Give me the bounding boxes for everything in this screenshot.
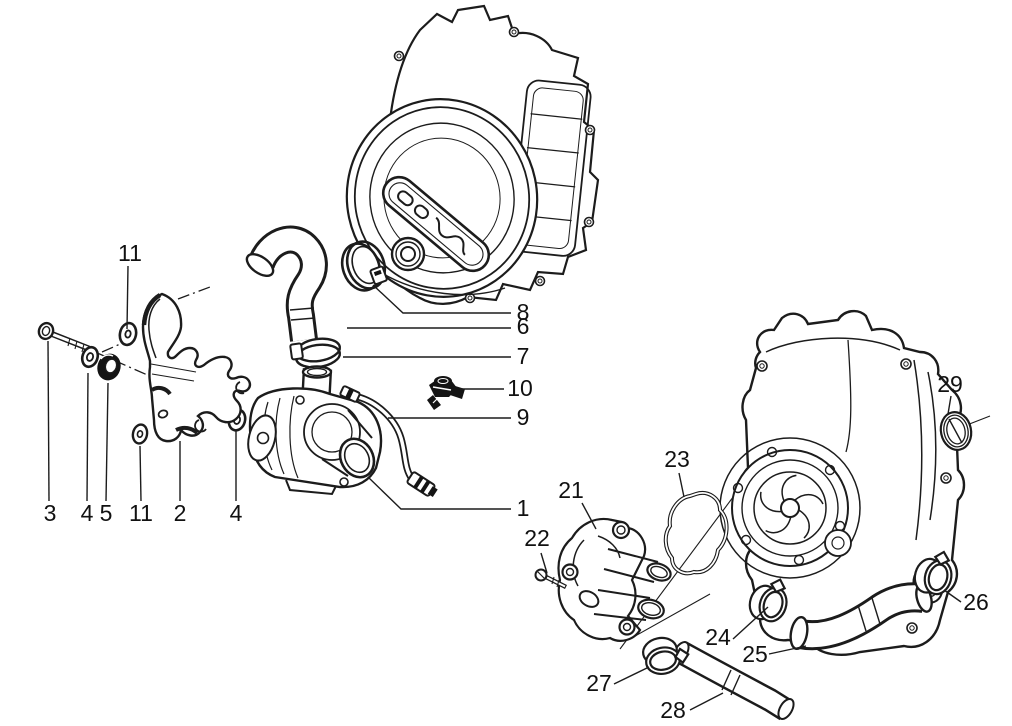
callout-number-11: 11	[129, 500, 153, 526]
callout-leader-8	[372, 284, 511, 314]
callout-number-28: 28	[660, 697, 686, 723]
callout-number-3: 3	[44, 500, 57, 526]
washer-4-left	[80, 345, 100, 369]
callout-leader-23	[678, 472, 685, 498]
callout-number-24: 24	[705, 624, 731, 650]
callout-leader-26	[943, 589, 962, 603]
cover-bolt-bosses	[393, 26, 596, 304]
washer-11-bottom	[131, 423, 149, 445]
callout-leader-11	[139, 445, 142, 502]
water-pump-1	[247, 365, 383, 496]
cover-badge	[381, 175, 491, 273]
seal-29	[939, 411, 973, 451]
screw-22	[534, 568, 568, 590]
impeller	[753, 471, 827, 545]
callout-leader-29	[947, 395, 952, 415]
cable-connector	[406, 471, 438, 498]
callout-number-11: 11	[118, 240, 142, 266]
pump-cover-21	[557, 517, 672, 642]
callout-number-29: 29	[937, 371, 963, 397]
pump-bracket-2	[141, 292, 252, 443]
callout-leader-3	[47, 340, 50, 502]
gasket-23	[663, 491, 729, 576]
callout-number-4: 4	[81, 500, 94, 526]
callout-number-6: 6	[517, 313, 530, 339]
callout-number-8: 8	[517, 299, 530, 325]
callout-number-9: 9	[517, 404, 530, 430]
callout-leader-1	[367, 476, 511, 510]
callout-number-7: 7	[517, 343, 530, 369]
hose-28	[672, 641, 795, 721]
callout-number-22: 22	[524, 525, 550, 551]
callout-number-23: 23	[664, 446, 690, 472]
callout-number-1: 1	[517, 495, 530, 521]
callout-number-26: 26	[963, 589, 989, 615]
bolt-3	[37, 321, 92, 353]
callout-leader-21	[581, 502, 597, 530]
callout-number-5: 5	[100, 500, 113, 526]
grommet-5	[97, 353, 121, 381]
callout-number-27: 27	[586, 670, 612, 696]
callout-number-2: 2	[174, 500, 187, 526]
callout-number-10: 10	[507, 375, 533, 401]
callout-leader-5	[105, 382, 109, 502]
callout-number-25: 25	[742, 641, 768, 667]
callout-number-4: 4	[230, 500, 243, 526]
flywheel-cover	[345, 4, 600, 305]
crankcase-cover-right	[719, 309, 966, 656]
callout-leader-11	[126, 265, 129, 330]
hose-clamp-8	[340, 240, 388, 292]
callout-leader-25	[768, 645, 807, 655]
sensor-cable-9	[339, 385, 438, 498]
outlet-hose-6	[245, 225, 328, 342]
hose-clamp-7	[289, 337, 342, 369]
callout-leader-24	[732, 606, 769, 640]
hose-clamp-27	[639, 631, 693, 679]
filler-cap	[390, 236, 426, 272]
washer-11-top	[118, 321, 138, 347]
callout-leader-22	[540, 552, 548, 574]
callout-leader-27	[613, 666, 650, 685]
callout-number-21: 21	[558, 477, 584, 503]
callout-leader-4	[86, 372, 89, 502]
temperature-sensor-10	[427, 376, 465, 410]
callout-leader-28	[689, 692, 724, 711]
